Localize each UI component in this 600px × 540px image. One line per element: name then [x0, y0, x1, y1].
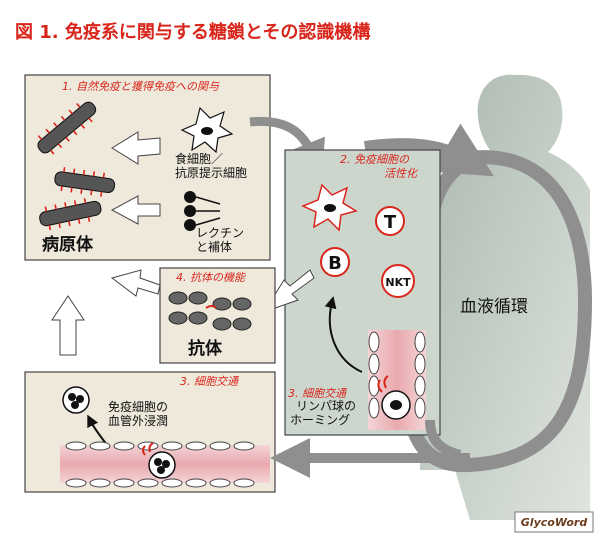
homing-label: リンパ球の: [296, 399, 356, 413]
b-cell: [320, 247, 350, 277]
white-arrow: [51, 295, 85, 356]
figure-title: 図 1. 免疫系に関与する糖鎖とその認識機構: [15, 21, 370, 43]
panel-2-title: 活性化: [384, 167, 419, 180]
t-cell: [375, 206, 405, 236]
glycoword-logo: [514, 511, 594, 533]
panel-4-title: 4. 抗体の機能: [176, 271, 247, 284]
glycoword-logo-text: GlycoWord: [521, 516, 588, 529]
white-arrow: [110, 195, 161, 225]
nkt-cell: [381, 264, 415, 298]
lectin-label: と補体: [196, 240, 232, 254]
antibody-icon: [168, 291, 252, 331]
pathogen-rod: [39, 198, 102, 231]
extravasation-label: 免疫細胞の: [108, 399, 168, 414]
pathogen-rod: [37, 101, 97, 155]
t-cell-label: T: [384, 212, 397, 233]
white-arrow: [110, 269, 161, 297]
phagocyte-label: 抗原提示細胞: [175, 165, 247, 180]
panel-1-title: 1. 自然免疫と獲得免疫への関与: [62, 80, 220, 93]
b-cell-label: B: [328, 253, 342, 274]
nkt-cell-label: NKT: [385, 276, 411, 289]
pathogen-label: 病原体: [42, 234, 94, 255]
antibody-label: 抗体: [188, 338, 223, 359]
phagocyte-nucleus: [201, 127, 213, 135]
lectin-icon: [184, 191, 221, 231]
lectin-label: レクチン: [196, 226, 244, 240]
white-arrow: [262, 269, 315, 313]
extravasation-label: 血管外浸潤: [108, 413, 168, 428]
panel-innate-adaptive: [24, 74, 271, 261]
phagocyte-label: 食細胞／: [175, 151, 223, 166]
panel-3-title: 3. 細胞交通: [180, 375, 240, 388]
circulation-label: 血液循環: [460, 297, 528, 317]
white-arrow: [111, 131, 161, 165]
pathogen-rod: [54, 167, 116, 197]
rolling-leukocyte: [148, 451, 176, 479]
homing-title: 3. 細胞交通: [288, 387, 348, 400]
homing-arrow: [324, 296, 363, 373]
panel-2-title: 2. 免疫細胞の: [340, 153, 410, 166]
extravasated-cell: [62, 386, 90, 414]
homing-label: ホーミング: [290, 413, 350, 427]
